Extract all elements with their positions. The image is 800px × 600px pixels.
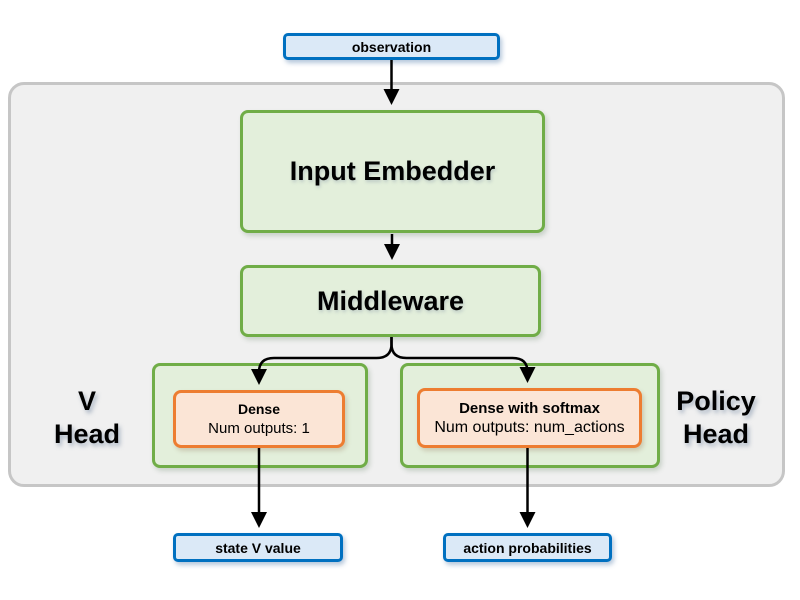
label-policy-head-line2: Head xyxy=(682,419,750,449)
node-dense: Dense Num outputs: 1 xyxy=(173,390,345,448)
node-dense-title: Dense xyxy=(237,400,281,417)
label-v-head-line1: V xyxy=(77,386,96,416)
node-dense-softmax-title: Dense with softmax xyxy=(459,399,600,417)
node-action-probabilities-label: action probabilities xyxy=(463,539,592,556)
node-input-embedder: Input Embedder xyxy=(240,110,545,233)
node-dense-softmax: Dense with softmax Num outputs: num_acti… xyxy=(417,388,642,448)
node-input-embedder-label: Input Embedder xyxy=(289,156,496,186)
node-observation: observation xyxy=(283,33,500,60)
node-state-v-value: state V value xyxy=(173,533,343,562)
label-policy-head: Policy Head xyxy=(661,385,771,451)
node-middleware: Middleware xyxy=(240,265,541,337)
label-policy-head-line1: Policy xyxy=(676,386,756,416)
label-v-head-line2: Head xyxy=(53,419,121,449)
node-action-probabilities: action probabilities xyxy=(443,533,612,562)
node-dense-subtitle: Num outputs: 1 xyxy=(208,419,310,437)
node-middleware-label: Middleware xyxy=(316,285,465,316)
node-state-v-value-label: state V value xyxy=(215,539,301,556)
label-v-head: V Head xyxy=(32,385,142,451)
node-observation-label: observation xyxy=(351,38,432,55)
node-dense-softmax-subtitle: Num outputs: num_actions xyxy=(434,418,625,436)
